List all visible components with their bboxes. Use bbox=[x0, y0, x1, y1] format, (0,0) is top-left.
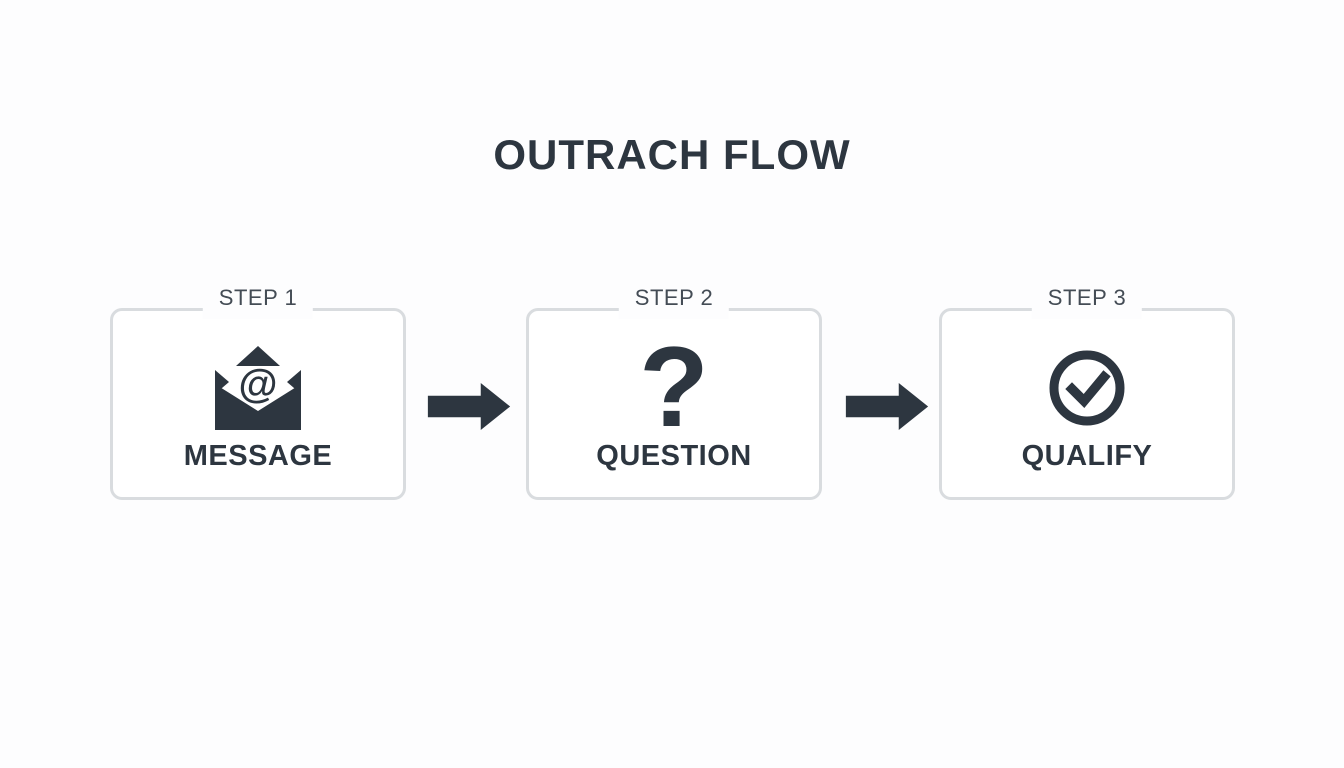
step-card-message: STEP 1 @ MESSAGE bbox=[110, 287, 406, 500]
check-circle-icon bbox=[942, 335, 1232, 441]
step-2-name: QUESTION bbox=[596, 440, 752, 472]
step-3-label: STEP 3 bbox=[1031, 287, 1143, 319]
envelope-at-icon: @ bbox=[113, 335, 403, 441]
at-glyph: @ bbox=[238, 362, 277, 406]
step-1-label: STEP 1 bbox=[202, 287, 314, 319]
step-1-name: MESSAGE bbox=[183, 440, 333, 472]
question-mark-icon: ? bbox=[529, 324, 819, 451]
step-3-name: QUALIFY bbox=[1021, 440, 1153, 472]
arrow-right-icon bbox=[845, 383, 929, 430]
arrow-right-icon bbox=[427, 383, 511, 430]
step-card-qualify: STEP 3 QUALIFY bbox=[939, 287, 1235, 500]
step-2-label: STEP 2 bbox=[618, 287, 730, 319]
step-card-question: STEP 2 ? QUESTION bbox=[526, 287, 822, 500]
page-title: OUTRACH FLOW bbox=[493, 131, 851, 178]
question-glyph: ? bbox=[639, 324, 709, 451]
